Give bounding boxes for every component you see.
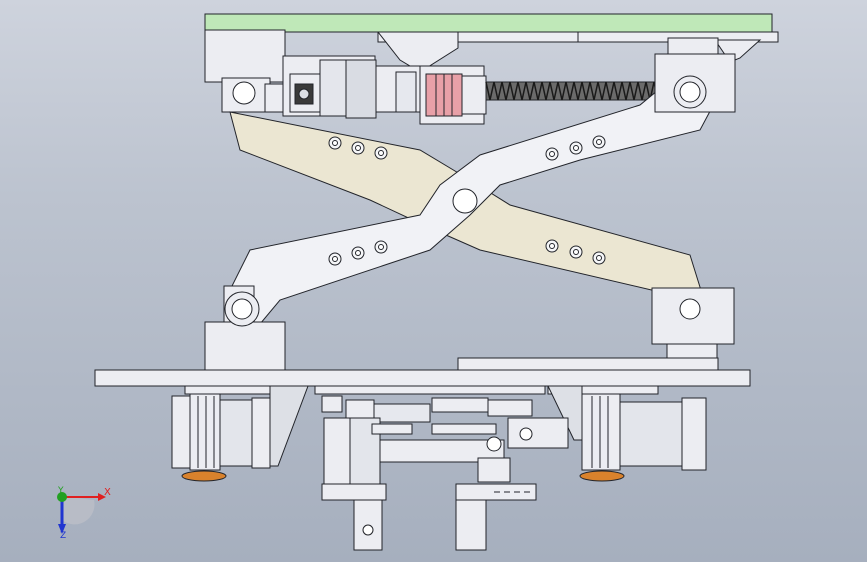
link-bolts bbox=[328, 135, 606, 266]
top-right-slider[interactable] bbox=[654, 37, 736, 113]
bottom-left-motor bbox=[171, 385, 309, 482]
bottom-right-motor bbox=[547, 385, 707, 482]
axis-x-label: X bbox=[104, 487, 111, 498]
lead-screw bbox=[485, 81, 659, 101]
bottom-right-slider[interactable] bbox=[651, 287, 735, 365]
axis-z-label: Z bbox=[60, 531, 67, 541]
top-left-block bbox=[204, 29, 286, 113]
base-plate[interactable] bbox=[94, 357, 751, 395]
bottom-left-block bbox=[204, 285, 286, 371]
axis-y-label: Y bbox=[58, 486, 64, 496]
motor-assembly[interactable] bbox=[282, 55, 487, 125]
center-mechanism[interactable] bbox=[321, 395, 569, 551]
center-pivot bbox=[452, 188, 478, 214]
triad-icon bbox=[57, 492, 106, 534]
